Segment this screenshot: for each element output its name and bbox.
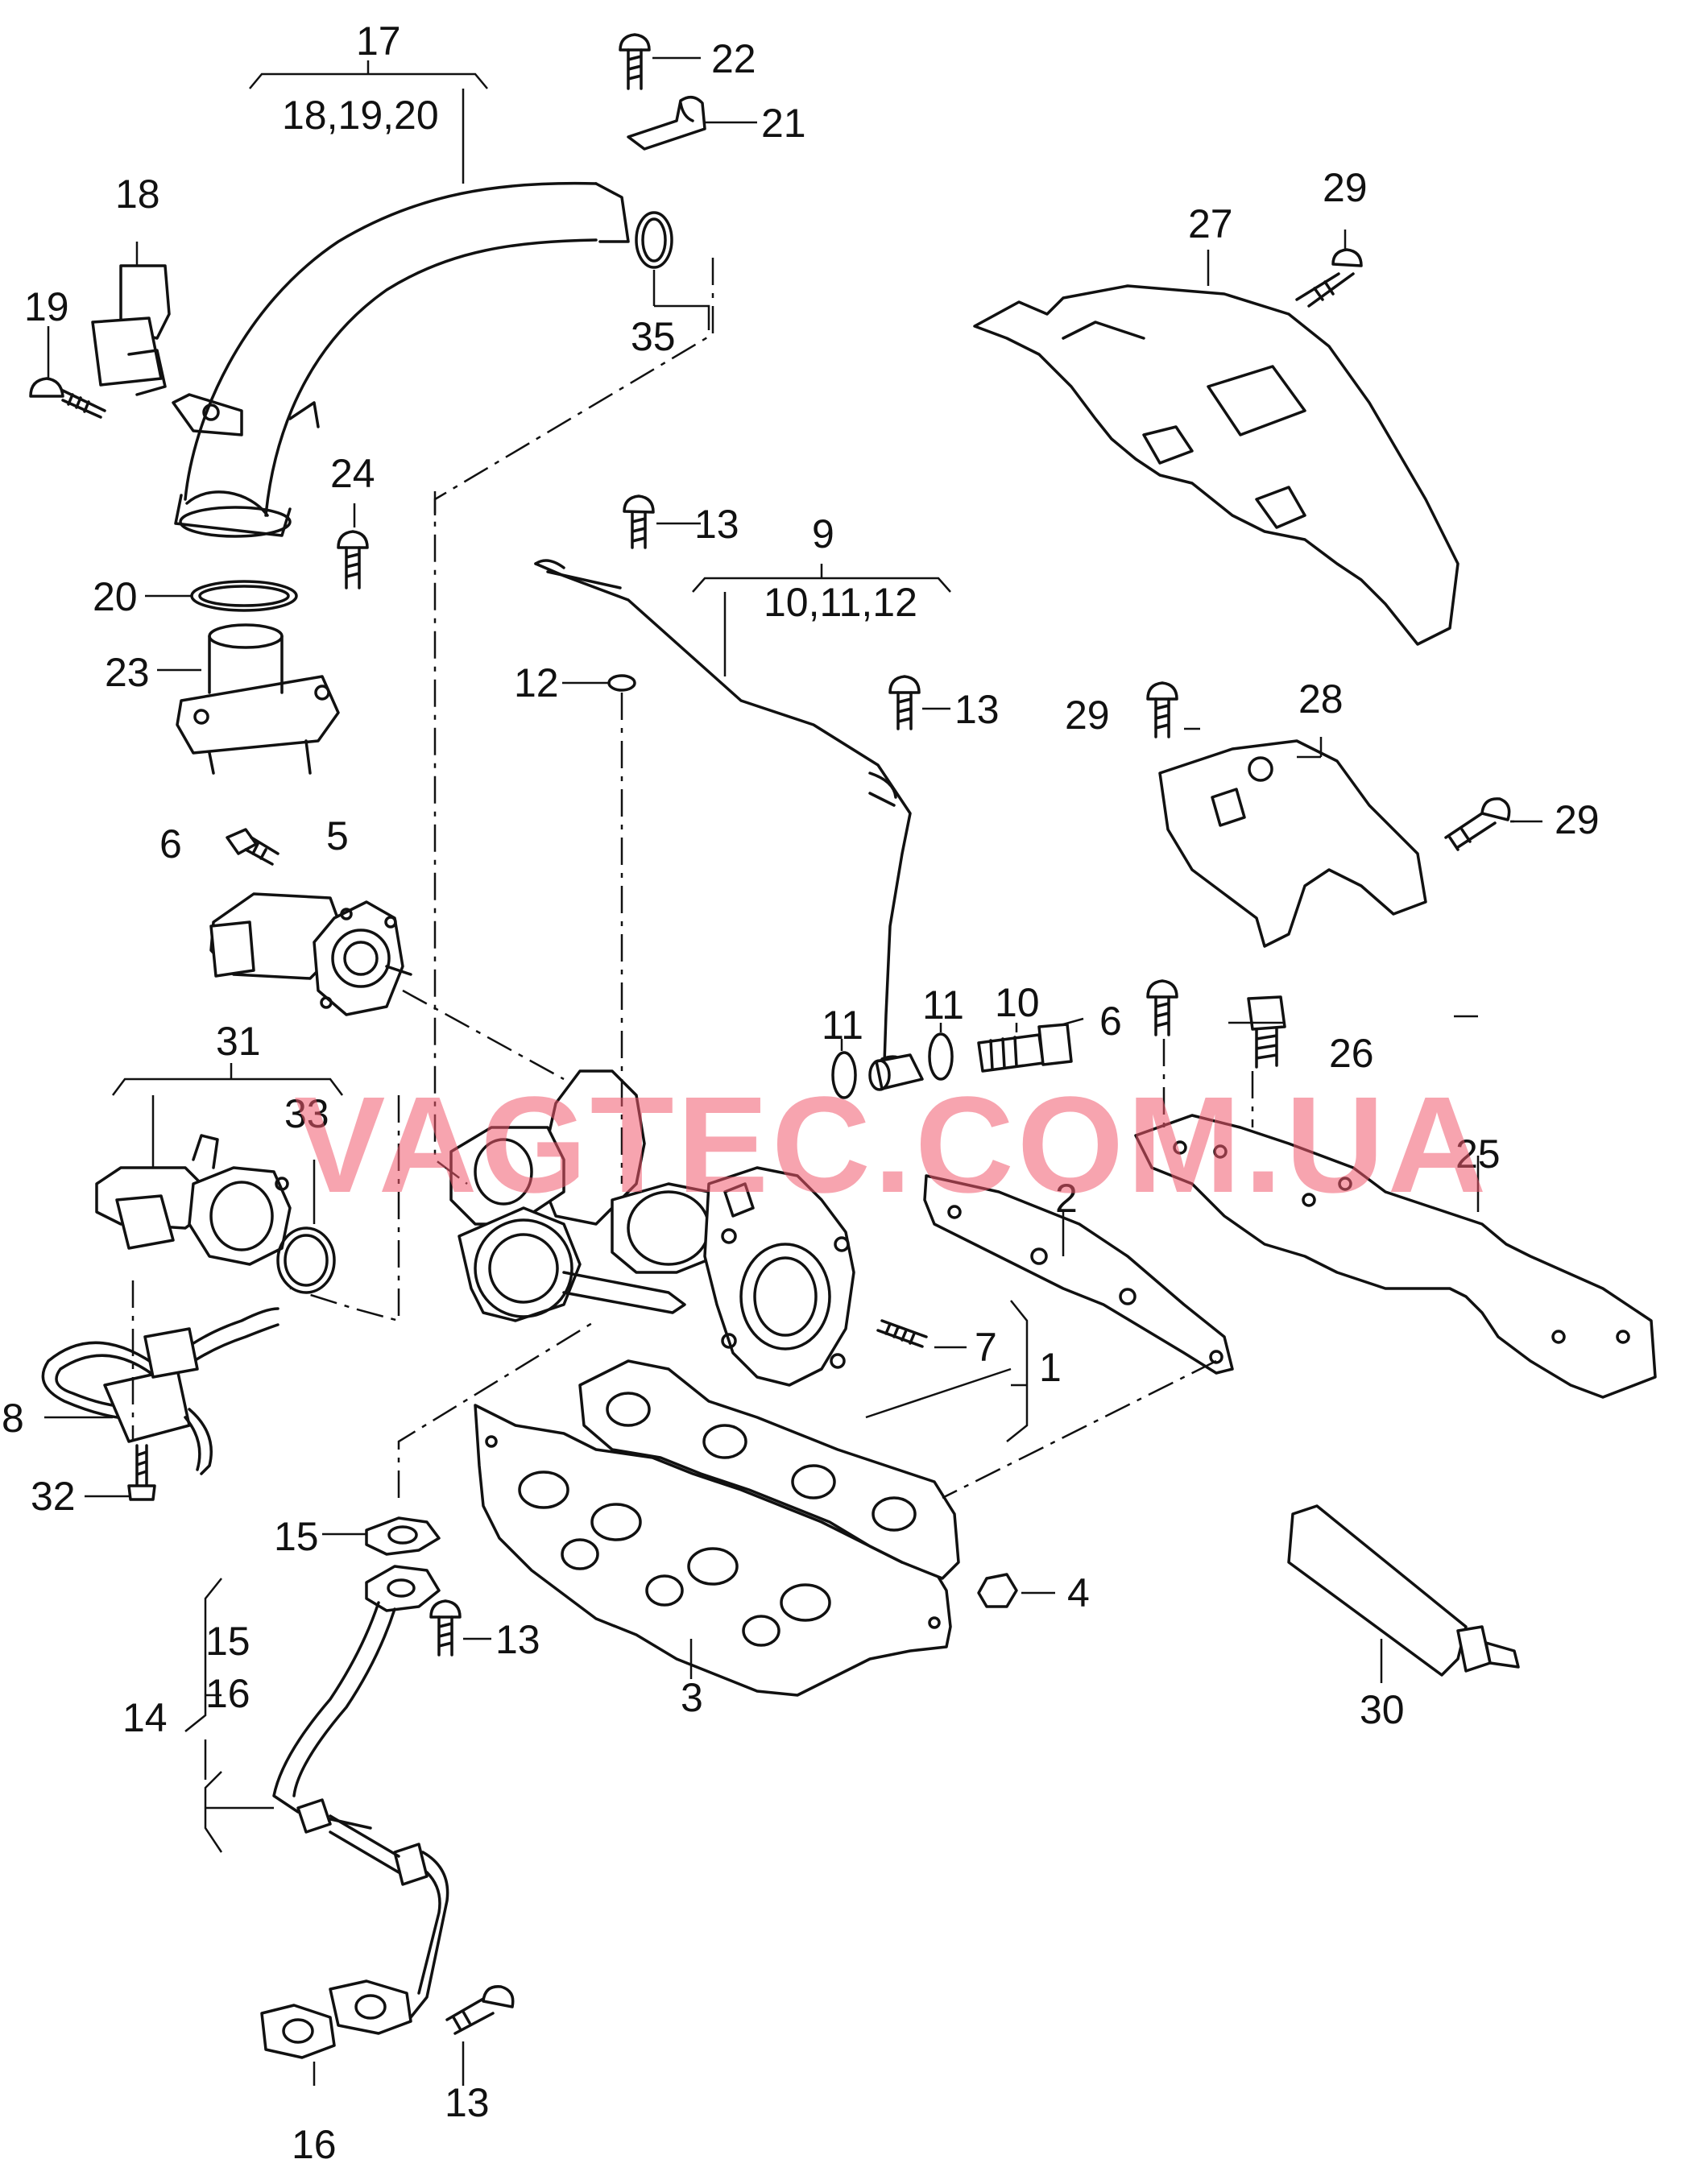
washer-part-11a <box>831 1051 857 1099</box>
plate-part-25 <box>1134 1114 1657 1399</box>
seal-part-12 <box>607 674 636 692</box>
callout-9-sub: 10,11,12 <box>764 580 917 625</box>
banjo-bolt-part-10 <box>977 1023 1073 1073</box>
callout-7: 7 <box>975 1325 997 1370</box>
callout-13d: 13 <box>445 2080 490 2125</box>
callout-32: 32 <box>31 1474 76 1519</box>
callout-31: 31 <box>216 1019 261 1064</box>
callout-17-sub: 18,19,20 <box>282 93 439 138</box>
screw-part-32 <box>127 1444 156 1501</box>
washer-part-11b <box>928 1032 954 1081</box>
charge-air-pipe <box>172 181 630 538</box>
banjo-fitting <box>868 1053 924 1091</box>
callout-16: 16 <box>292 2122 337 2167</box>
callout-15: 15 <box>274 1514 319 1559</box>
callout-18: 18 <box>115 172 160 217</box>
screw-part-6b <box>1146 979 1178 1036</box>
callout-27: 27 <box>1188 201 1233 246</box>
callout-2: 2 <box>1055 1176 1078 1221</box>
leader-lines <box>44 56 1542 2086</box>
callout-22: 22 <box>711 36 756 81</box>
watermark: VAGTEC.COM.UA <box>294 1069 1489 1222</box>
oil-return-line-part-14 <box>272 1565 449 2035</box>
callout-19: 19 <box>24 284 69 329</box>
gasket-part-16 <box>260 2004 336 2059</box>
callout-10: 10 <box>995 980 1040 1025</box>
callout-23: 23 <box>105 650 150 695</box>
heat-shield-part-27 <box>973 284 1459 646</box>
callout-4: 4 <box>1067 1570 1090 1615</box>
bolt-part-6a <box>226 828 279 866</box>
bolt-part-26 <box>1247 995 1286 1069</box>
callout-17: 17 <box>356 19 401 64</box>
o-ring-part-33 <box>276 1226 336 1294</box>
sealant-tube-part-30 <box>1287 1504 1520 1677</box>
gasket-part-2 <box>923 1174 1234 1375</box>
callout-1: 1 <box>1039 1345 1062 1390</box>
callout-25: 25 <box>1455 1131 1501 1177</box>
exhaust-manifold-part-3 <box>474 1359 960 1697</box>
o-ring-part-35 <box>635 211 673 269</box>
callout-11b: 11 <box>922 982 964 1028</box>
callout-29a: 29 <box>1323 165 1368 210</box>
bracket-part-21 <box>627 95 706 151</box>
solenoid-part-8 <box>41 1307 279 1475</box>
screw-part-13d <box>445 1985 515 2035</box>
callout-20: 20 <box>93 574 138 619</box>
flange-part-23 <box>176 623 340 775</box>
screw-part-29c <box>1444 797 1511 851</box>
callout-24: 24 <box>330 451 375 496</box>
screw-part-29a <box>1295 248 1363 308</box>
screw-part-22 <box>619 33 651 90</box>
callout-labels: 1 2 3 4 5 6 6 7 8 9 10,11,12 10 11 11 12… <box>2 19 1600 2167</box>
callout-6b: 6 <box>1099 999 1122 1044</box>
callout-33: 33 <box>284 1091 329 1136</box>
callout-12: 12 <box>514 660 559 705</box>
screw-part-13a <box>623 494 655 549</box>
stud-part-7 <box>876 1319 928 1348</box>
callout-6a: 6 <box>159 821 182 867</box>
screw-part-13c <box>429 1599 462 1657</box>
turbocharger-part-1 <box>449 1069 855 1387</box>
screw-part-24 <box>337 530 369 589</box>
callout-3: 3 <box>681 1675 703 1720</box>
callout-35: 35 <box>631 314 676 359</box>
callout-14-16: 16 <box>205 1671 250 1716</box>
screw-part-19 <box>29 377 106 419</box>
heat-shield-part-28 <box>1158 739 1427 948</box>
callout-9: 9 <box>812 511 834 556</box>
callout-13a: 13 <box>694 502 739 547</box>
nut-part-4 <box>977 1573 1018 1608</box>
gasket-part-15 <box>365 1516 441 1556</box>
screw-part-29b <box>1146 681 1178 738</box>
callout-21: 21 <box>761 101 806 146</box>
assembly-lines <box>131 258 1254 1499</box>
screw-part-13b <box>888 675 921 730</box>
callout-26: 26 <box>1329 1031 1374 1076</box>
callout-14-15: 15 <box>205 1619 250 1664</box>
callout-29c: 29 <box>1555 797 1600 842</box>
sensor-part-18 <box>91 264 171 396</box>
callout-5: 5 <box>326 813 349 858</box>
callout-28: 28 <box>1298 676 1344 722</box>
callout-13c: 13 <box>495 1617 540 1662</box>
actuator-part-5 <box>209 892 412 1016</box>
valve-part-31 <box>95 1134 292 1266</box>
callout-29b: 29 <box>1065 693 1110 738</box>
callout-11a: 11 <box>822 1003 863 1048</box>
callout-14: 14 <box>122 1695 168 1740</box>
callout-13b: 13 <box>954 687 1000 732</box>
callout-8: 8 <box>2 1396 24 1441</box>
callout-30: 30 <box>1360 1687 1405 1732</box>
